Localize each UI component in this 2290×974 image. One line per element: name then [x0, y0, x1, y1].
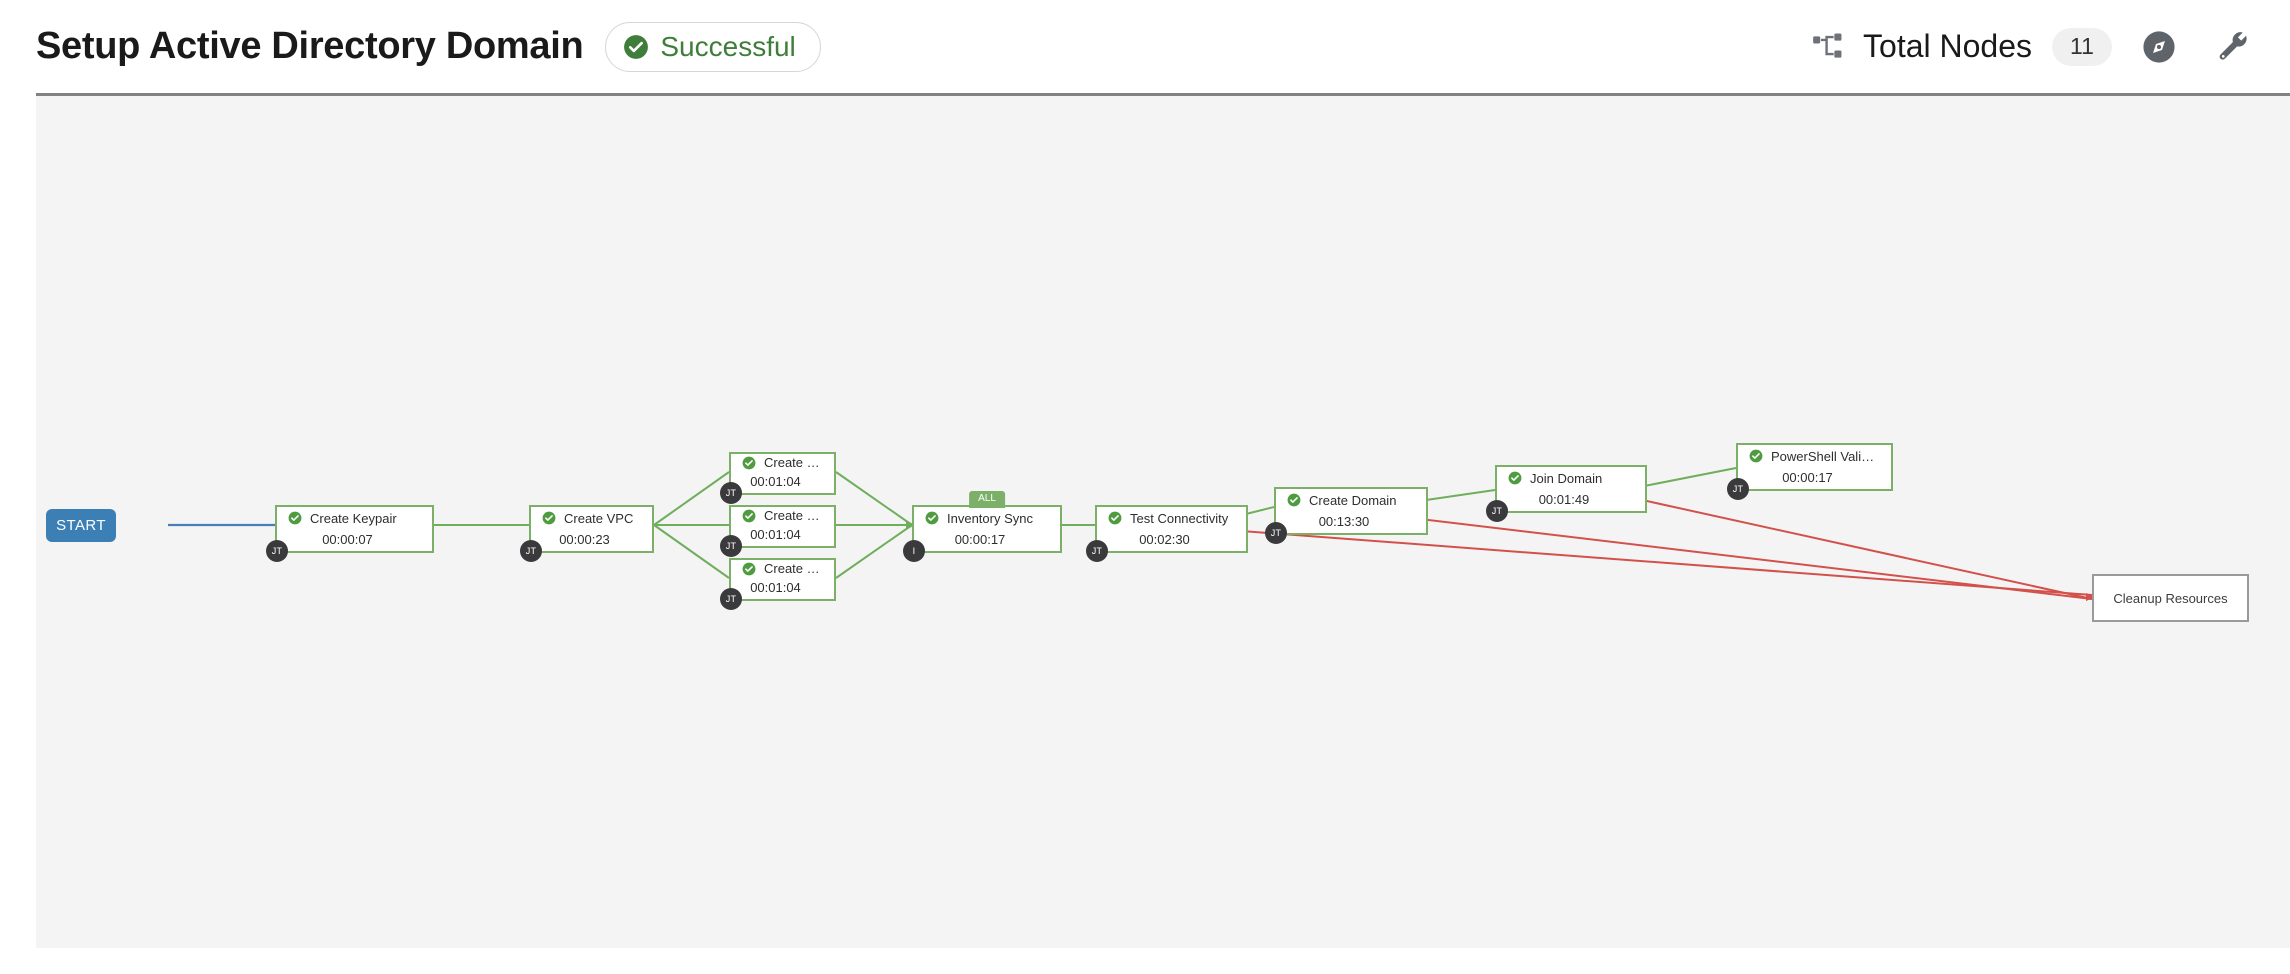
- node-badge-job-template[interactable]: JT: [1265, 522, 1287, 544]
- check-circle-icon: [1749, 449, 1763, 463]
- node-title: Create VPC: [564, 510, 634, 526]
- workflow-canvas[interactable]: START Create Keypair 00:00:07 JT Create …: [36, 93, 2290, 948]
- node-duration: 00:01:04: [750, 527, 801, 542]
- header-left-group: Setup Active Directory Domain Successful: [36, 21, 821, 72]
- edge-create-vpc-to-create-domain-controller: [653, 471, 730, 526]
- total-nodes-count: 11: [2052, 27, 2112, 66]
- node-badge-inventory[interactable]: I: [903, 540, 925, 562]
- node-title-row: Cleanup Resources: [2094, 576, 2247, 620]
- node-join-domain[interactable]: Join Domain 00:01:49 JT: [1486, 465, 1647, 522]
- node-title-row: Create Computer (1): [731, 507, 834, 524]
- header-right-group: Total Nodes 11: [1811, 27, 2250, 66]
- app-header: Setup Active Directory Domain Successful…: [0, 0, 2290, 93]
- node-title: Create Keypair: [310, 510, 397, 526]
- wrench-icon[interactable]: [2216, 30, 2250, 64]
- check-circle-icon: [925, 511, 939, 525]
- node-title: Create Domain Contr...: [764, 455, 824, 470]
- node-title: Inventory Sync: [947, 510, 1033, 526]
- node-badge-job-template[interactable]: JT: [720, 535, 742, 557]
- status-badge-label: Successful: [660, 30, 796, 62]
- node-duration: 00:01:04: [750, 474, 801, 489]
- check-circle-icon: [742, 456, 756, 469]
- node-duration: 00:13:30: [1318, 514, 1370, 529]
- node-create-computer-2[interactable]: Create Computer (2) 00:01:04 JT: [720, 558, 836, 610]
- node-powershell-validation[interactable]: PowerShell Validation 00:00:17 JT: [1727, 443, 1893, 500]
- node-title: Join Domain: [1530, 470, 1603, 486]
- node-title-row: Create Domain Contr...: [731, 454, 834, 471]
- node-badge-job-template[interactable]: JT: [1486, 500, 1508, 522]
- node-title-row: PowerShell Validation: [1738, 445, 1891, 467]
- edge-create-computer-2-to-inventory-sync: [835, 524, 913, 579]
- node-cleanup-resources[interactable]: Cleanup Resources: [2092, 574, 2249, 622]
- node-title: PowerShell Validation: [1771, 448, 1881, 464]
- node-title-row: Create Domain: [1276, 489, 1426, 511]
- node-create-keypair[interactable]: Create Keypair 00:00:07 JT: [266, 505, 434, 562]
- node-create-domain-controller[interactable]: Create Domain Contr... 00:01:04 JT: [720, 452, 836, 504]
- start-node[interactable]: START: [46, 509, 116, 542]
- node-title: Create Computer (1): [764, 508, 824, 523]
- node-title-row: Create VPC: [531, 507, 652, 529]
- node-badge-job-template[interactable]: JT: [720, 588, 742, 610]
- node-badge-job-template[interactable]: JT: [1086, 540, 1108, 562]
- node-tree-icon: [1813, 33, 1842, 58]
- node-duration: 00:00:17: [1782, 470, 1833, 485]
- node-badge-job-template[interactable]: JT: [266, 540, 288, 562]
- node-title-row: Inventory Sync: [914, 507, 1060, 529]
- total-nodes-label: Total Nodes: [1863, 28, 2032, 64]
- node-duration: 00:00:17: [954, 532, 1006, 547]
- node-title: Test Connectivity: [1130, 510, 1229, 526]
- node-title-row: Create Computer (2): [731, 560, 834, 577]
- node-duration: 00:02:30: [1139, 532, 1190, 547]
- edge-create-vpc-to-create-computer-2: [653, 524, 730, 579]
- node-create-computer-1[interactable]: Create Computer (1) 00:01:04 JT: [720, 505, 836, 557]
- node-badge-job-template[interactable]: JT: [1727, 478, 1749, 500]
- node-title-row: Join Domain: [1497, 467, 1645, 489]
- node-inventory-sync[interactable]: ALL Inventory Sync 00:00:17 I: [903, 491, 1062, 562]
- check-circle-icon: [288, 511, 302, 525]
- node-duration: 00:00:23: [559, 532, 610, 547]
- node-create-domain[interactable]: Create Domain 00:13:30 JT: [1265, 487, 1428, 544]
- edge-arrowhead-cleanup: [2086, 593, 2096, 601]
- node-title: Cleanup Resources: [2113, 590, 2228, 606]
- node-title-row: Test Connectivity: [1097, 507, 1246, 529]
- compass-icon[interactable]: [2142, 30, 2176, 64]
- node-title-row: Create Keypair: [277, 507, 432, 529]
- node-badge-job-template[interactable]: JT: [720, 482, 742, 504]
- page-title: Setup Active Directory Domain: [36, 25, 584, 67]
- edge-test-connectivity-to-cleanup-resources: [1201, 527, 2093, 596]
- status-badge: Successful: [605, 21, 821, 72]
- node-badge-job-template[interactable]: JT: [520, 540, 542, 562]
- node-title: Create Computer (2): [764, 561, 824, 576]
- check-circle-icon: [742, 562, 756, 575]
- check-circle-icon: [542, 511, 556, 525]
- check-circle-icon: [1287, 493, 1301, 507]
- check-circle-icon: [1508, 471, 1522, 485]
- check-circle-icon: [742, 509, 756, 522]
- edge-create-domain-controller-to-inventory-sync: [835, 471, 913, 526]
- node-create-vpc[interactable]: Create VPC 00:00:23 JT: [520, 505, 654, 562]
- node-duration: 00:01:49: [1538, 492, 1590, 507]
- node-test-connectivity[interactable]: Test Connectivity 00:02:30 JT: [1086, 505, 1248, 562]
- start-node-label: START: [56, 517, 106, 534]
- node-title: Create Domain: [1309, 492, 1397, 508]
- edge-create-domain-to-cleanup-resources: [1377, 513, 2093, 600]
- check-circle-icon: [1108, 511, 1122, 525]
- node-tag-all: ALL: [969, 491, 1005, 508]
- node-duration: 00:01:04: [750, 580, 801, 595]
- node-duration: 00:00:07: [322, 532, 373, 547]
- edge-join-domain-to-cleanup-resources: [1623, 495, 2093, 600]
- check-circle-icon: [624, 34, 649, 59]
- edge-arrowhead-inventory-sync: [906, 520, 915, 530]
